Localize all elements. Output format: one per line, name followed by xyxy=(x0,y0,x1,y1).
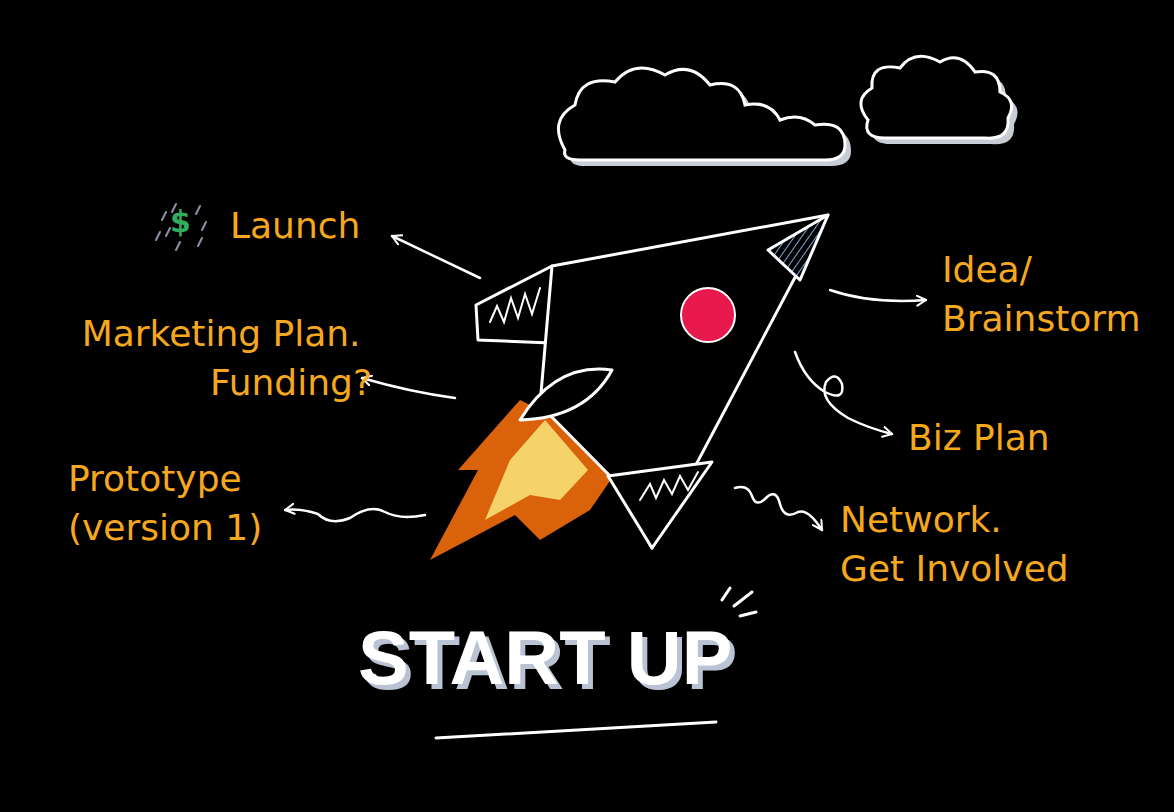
text-line: Brainstorm xyxy=(942,295,1141,344)
text-line: Marketing Plan. xyxy=(82,310,372,359)
rocket-details xyxy=(490,288,698,500)
step-label: Biz Plan xyxy=(908,414,1050,463)
step-label: Network. Get Involved xyxy=(840,496,1069,593)
title: START UP xyxy=(358,616,732,700)
step-label: Idea/ Brainstorm xyxy=(942,246,1141,343)
step-label: Prototype (version 1) xyxy=(68,455,262,552)
rocket xyxy=(476,215,828,548)
leader-arrows xyxy=(285,236,926,530)
text-line: Prototype xyxy=(68,455,262,504)
step-label: Launch xyxy=(230,202,360,251)
dollar-icon: $ xyxy=(170,202,191,243)
text-line: Funding? xyxy=(82,359,372,408)
text-line: Get Involved xyxy=(840,545,1069,594)
text-line: Network. xyxy=(840,496,1069,545)
text-line: (version 1) xyxy=(68,504,262,553)
step-label: Marketing Plan. Funding? xyxy=(82,310,372,407)
clouds xyxy=(558,56,1017,166)
text-line: Idea/ xyxy=(942,246,1141,295)
